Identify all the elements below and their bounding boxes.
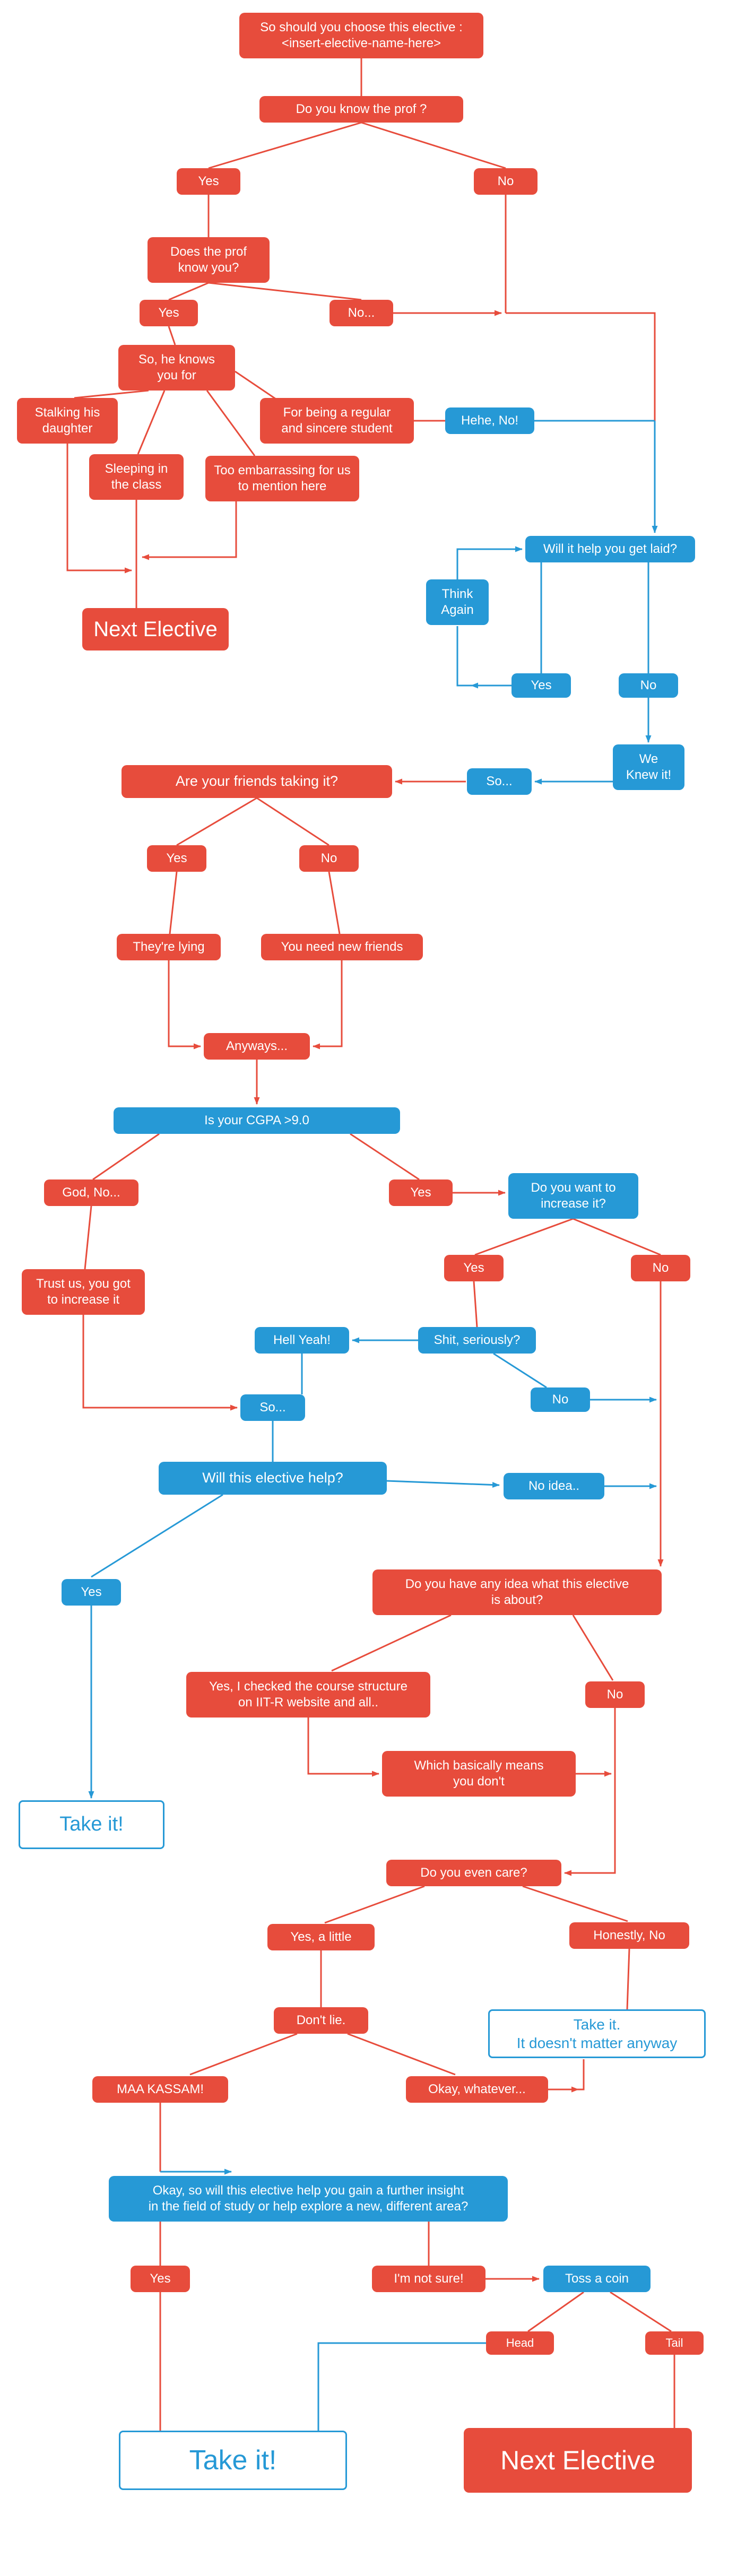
node-know-prof: Do you know the prof ? bbox=[259, 96, 463, 123]
node-no-friends: No bbox=[299, 845, 359, 872]
node-no-increase: No bbox=[631, 1255, 690, 1281]
node-dont-lie: Don't lie. bbox=[274, 2007, 368, 2034]
node-title: So should you choose this elective : <in… bbox=[239, 13, 483, 58]
node-checked-structure: Yes, I checked the course structure on I… bbox=[186, 1672, 430, 1718]
node-we-knew-it: We Knew it! bbox=[613, 744, 684, 790]
node-toss-a-coin: Toss a coin bbox=[543, 2266, 651, 2292]
node-so-2: So... bbox=[240, 1394, 305, 1421]
node-god-no: God, No... bbox=[44, 1179, 138, 1206]
node-next-elective-2: Next Elective bbox=[464, 2428, 692, 2493]
node-no-prof-knows: No... bbox=[330, 300, 393, 326]
node-take-it-2: Take it. It doesn't matter anyway bbox=[488, 2009, 706, 2058]
node-so-1: So... bbox=[467, 768, 532, 795]
node-yes-friends: Yes bbox=[147, 845, 206, 872]
node-sleeping-in-class: Sleeping in the class bbox=[89, 454, 184, 500]
node-anyways: Anyways... bbox=[204, 1033, 310, 1060]
node-will-help: Will this elective help? bbox=[159, 1462, 387, 1495]
node-trust-us: Trust us, you got to increase it bbox=[22, 1269, 145, 1315]
node-hell-yeah: Hell Yeah! bbox=[255, 1327, 349, 1354]
node-yes-know-prof: Yes bbox=[177, 168, 240, 195]
node-next-elective-1: Next Elective bbox=[82, 608, 229, 650]
node-need-new-friends: You need new friends bbox=[261, 934, 423, 960]
node-no-clue: No bbox=[585, 1681, 645, 1708]
node-think-again: Think Again bbox=[426, 579, 489, 625]
node-no-idea: No idea.. bbox=[504, 1473, 604, 1499]
node-yes-a-little: Yes, a little bbox=[267, 1924, 375, 1950]
node-yes-cgpa: Yes bbox=[389, 1179, 453, 1206]
node-okay-whatever: Okay, whatever... bbox=[406, 2076, 548, 2103]
node-head: Head bbox=[486, 2331, 554, 2355]
node-no-know-prof: No bbox=[474, 168, 537, 195]
node-no-laid: No bbox=[619, 673, 678, 698]
node-no-shit: No bbox=[531, 1387, 590, 1412]
node-stalking-daughter: Stalking his daughter bbox=[17, 398, 118, 444]
node-too-embarrassing: Too embarrassing for us to mention here bbox=[205, 456, 359, 501]
node-big-question: Okay, so will this elective help you gai… bbox=[109, 2176, 508, 2222]
node-honestly-no: Honestly, No bbox=[569, 1922, 689, 1949]
node-even-care: Do you even care? bbox=[386, 1860, 561, 1886]
node-prof-know-you: Does the prof know you? bbox=[148, 237, 270, 283]
node-regular-student: For being a regular and sincere student bbox=[260, 398, 414, 444]
node-maa-kassam: MAA KASSAM! bbox=[92, 2076, 228, 2103]
node-any-idea: Do you have any idea what this elective … bbox=[372, 1569, 662, 1615]
node-yes-prof-knows: Yes bbox=[140, 300, 198, 326]
node-theyre-lying: They're lying bbox=[117, 934, 221, 960]
node-take-it-3: Take it! bbox=[119, 2431, 347, 2490]
node-friends-taking: Are your friends taking it? bbox=[122, 765, 392, 798]
node-shit-seriously: Shit, seriously? bbox=[418, 1327, 536, 1354]
node-cgpa: Is your CGPA >9.0 bbox=[114, 1107, 400, 1134]
node-yes-increase: Yes bbox=[444, 1255, 504, 1281]
node-yes-laid: Yes bbox=[511, 673, 571, 698]
node-hehe-no: Hehe, No! bbox=[445, 407, 534, 434]
node-basically-means: Which basically means you don't bbox=[382, 1751, 576, 1797]
node-want-increase: Do you want to increase it? bbox=[508, 1173, 638, 1219]
node-tail: Tail bbox=[645, 2331, 704, 2355]
node-take-it-1: Take it! bbox=[19, 1800, 164, 1849]
node-yes-help: Yes bbox=[62, 1579, 121, 1606]
node-knows-you-for: So, he knows you for bbox=[118, 345, 235, 391]
node-get-laid: Will it help you get laid? bbox=[525, 536, 695, 562]
node-yes-final: Yes bbox=[131, 2266, 190, 2292]
node-not-sure: I'm not sure! bbox=[372, 2266, 485, 2292]
